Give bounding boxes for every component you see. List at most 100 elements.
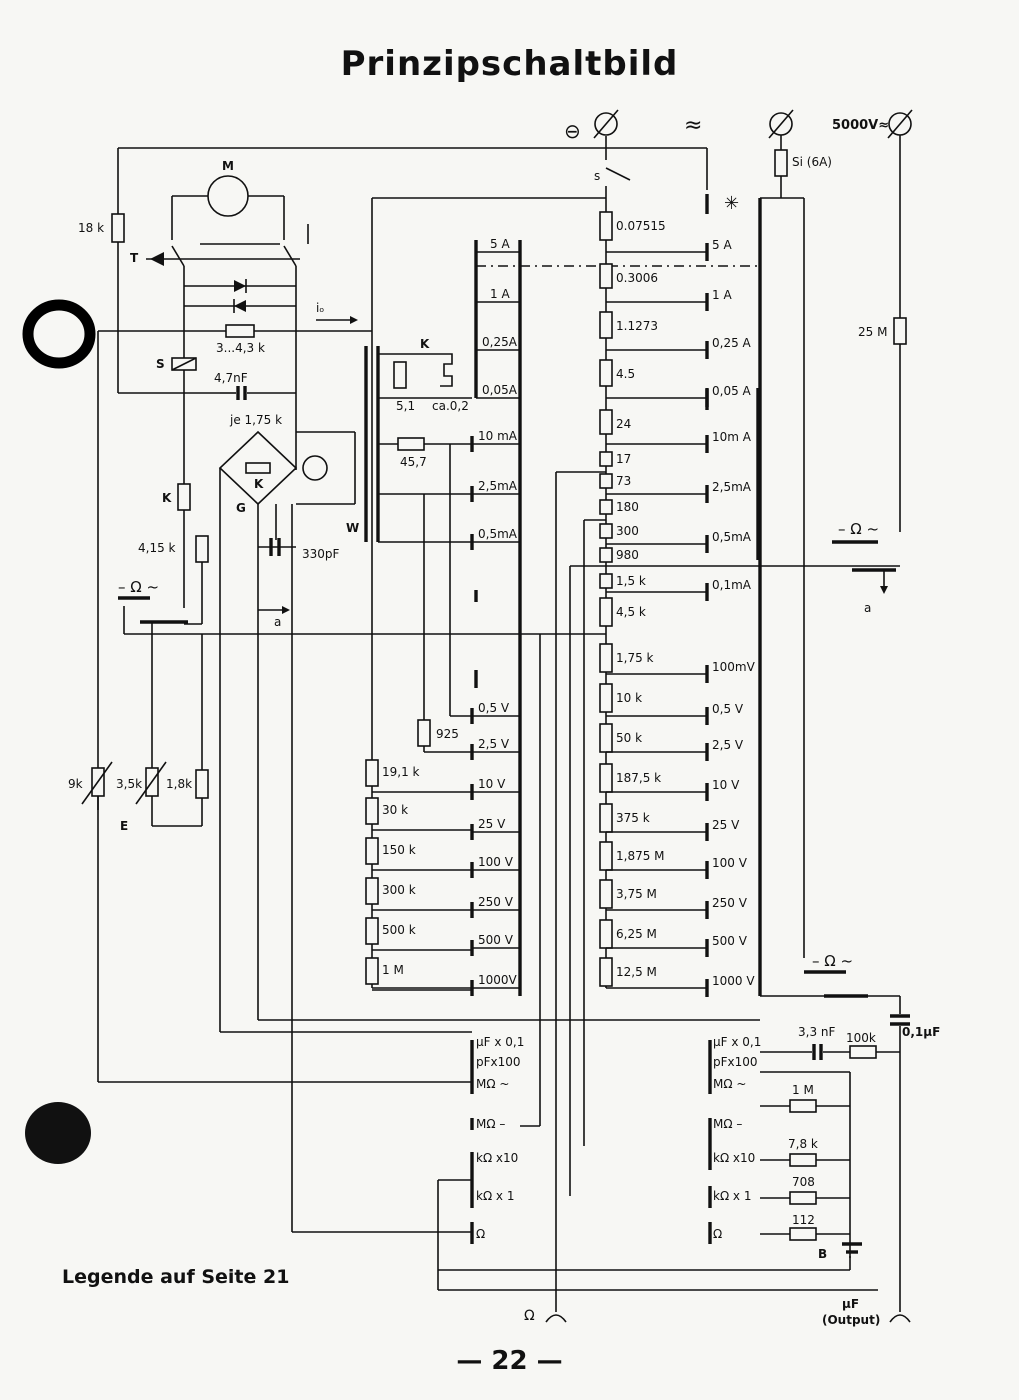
- right-range-label: 10m A: [712, 430, 752, 444]
- shunt-resistor: [599, 311, 613, 339]
- shunt-value-label: 50 k: [616, 731, 642, 745]
- r35k-label: 3,5k: [116, 777, 142, 791]
- right-lower-label: MΩ –: [713, 1117, 742, 1131]
- r708-label: 708: [792, 1175, 815, 1189]
- output-label: (Output): [822, 1313, 880, 1327]
- right-range-label: 100mV: [712, 660, 756, 674]
- shunt-resistor: [599, 523, 613, 539]
- r25m-label: 25 M: [858, 325, 887, 339]
- K-contact-label: K: [420, 337, 430, 351]
- a-label-right: a: [864, 601, 871, 615]
- legend-note: Legende auf Seite 21: [62, 1266, 290, 1288]
- r18k2-label: 1,8k: [166, 777, 192, 791]
- right-range-label: 250 V: [712, 896, 748, 910]
- minus-sign: ⊖: [564, 119, 581, 143]
- right-lower-label: µF x 0,1: [713, 1035, 761, 1049]
- series-value-label: 300 k: [382, 883, 416, 897]
- shunt-value-label: 375 k: [616, 811, 650, 825]
- shunt-resistor: [599, 879, 613, 909]
- shunt-resistor: [599, 359, 613, 387]
- a-label-left: a: [274, 615, 281, 629]
- right-range-label: 5 A: [712, 238, 732, 252]
- ca02-label: ca.0,2: [432, 399, 469, 413]
- shunt-value-label: 1.1273: [616, 319, 658, 333]
- ohm-switch-left-label: – Ω ~: [118, 578, 159, 596]
- left-lower-label: kΩ x10: [476, 1151, 518, 1165]
- shunt-resistor: [599, 211, 613, 241]
- shunt-resistor: [599, 803, 613, 833]
- series-resistor: [365, 797, 379, 825]
- left-lower-label: MΩ ~: [476, 1077, 509, 1091]
- ohm-switch-right-label: – Ω ~: [838, 520, 879, 538]
- left-lower-label: µF x 0,1: [476, 1035, 524, 1049]
- left-range-label: 5 A: [490, 237, 510, 251]
- shunt-value-label: 4,5 k: [616, 605, 646, 619]
- series-value-label: 19,1 k: [382, 765, 420, 779]
- series-value-label: 500 k: [382, 923, 416, 937]
- shunt-resistor: [599, 957, 613, 987]
- r18k-label: 18 k: [78, 221, 104, 235]
- shunt-resistor: [599, 499, 613, 515]
- shunt-resistor: [599, 547, 613, 563]
- shunt-resistor: [599, 409, 613, 435]
- right-lower-label: kΩ x 1: [713, 1189, 751, 1203]
- r415k-label: 4,15 k: [138, 541, 176, 555]
- left-lower-label: kΩ x 1: [476, 1189, 514, 1203]
- terminal-ac: [768, 109, 794, 139]
- right-range-label: 0,1mA: [712, 578, 752, 592]
- left-range-label: 2,5mA: [478, 479, 518, 493]
- c330pf-label: 330pF: [302, 547, 340, 561]
- left-lower-label: MΩ –: [476, 1117, 505, 1131]
- shunt-value-label: 1,5 k: [616, 574, 646, 588]
- right-range-label: 500 V: [712, 934, 748, 948]
- right-range-label: 25 V: [712, 818, 740, 832]
- shunt-resistor: [599, 723, 613, 753]
- shunt-resistor: [599, 573, 613, 589]
- shunt-value-label: 980: [616, 548, 639, 562]
- left-range-label: 1 A: [490, 287, 510, 301]
- punch-hole-top: [22, 299, 96, 369]
- io-label: iₒ: [316, 301, 324, 315]
- fuse-label: Si (6A): [792, 155, 832, 169]
- page-number: — 22 —: [456, 1346, 563, 1376]
- shunt-value-label: 3,75 M: [616, 887, 657, 901]
- meter-label: M: [222, 159, 234, 173]
- shunt-value-label: 4.5: [616, 367, 635, 381]
- left-range-label: 0,5 V: [478, 701, 510, 715]
- right-range-label: 2,5 V: [712, 738, 744, 752]
- right-range-label: 0,5 V: [712, 702, 744, 716]
- left-range-label: 2,5 V: [478, 737, 510, 751]
- bridge-K-label: K: [254, 477, 264, 491]
- right-range-label: 1000 V: [712, 974, 755, 988]
- relay-K-label: K: [162, 491, 172, 505]
- shunt-value-label: 1,75 k: [616, 651, 654, 665]
- ohm-switch-bottom-label: – Ω ~: [812, 952, 853, 970]
- series-resistor: [365, 877, 379, 905]
- r51-label: 5,1: [396, 399, 415, 413]
- series-value-label: 1 M: [382, 963, 404, 977]
- shunt-chain: 0.075150.30061.12734.52417731803009801,5…: [599, 211, 666, 988]
- right-range-label: 0,25 A: [712, 336, 752, 350]
- left-range-label: 0,05A: [482, 383, 518, 397]
- shunt-value-label: 0.07515: [616, 219, 666, 233]
- E-label: E: [120, 819, 128, 833]
- right-range-label: 1 A: [712, 288, 732, 302]
- right-lower-label: MΩ ~: [713, 1077, 746, 1091]
- shunt-value-label: 187,5 k: [616, 771, 661, 785]
- series-resistor: [365, 759, 379, 787]
- hv-label: 5000V≈: [832, 118, 889, 133]
- series-value-label: 30 k: [382, 803, 408, 817]
- terminal-hv: [887, 109, 913, 139]
- series-resistor: [365, 917, 379, 945]
- shunt-value-label: 73: [616, 474, 631, 488]
- right-range-label: 100 V: [712, 856, 748, 870]
- switch-s-label: s: [594, 169, 600, 183]
- shunt-resistor: [599, 473, 613, 489]
- shunt-value-label: 24: [616, 417, 631, 431]
